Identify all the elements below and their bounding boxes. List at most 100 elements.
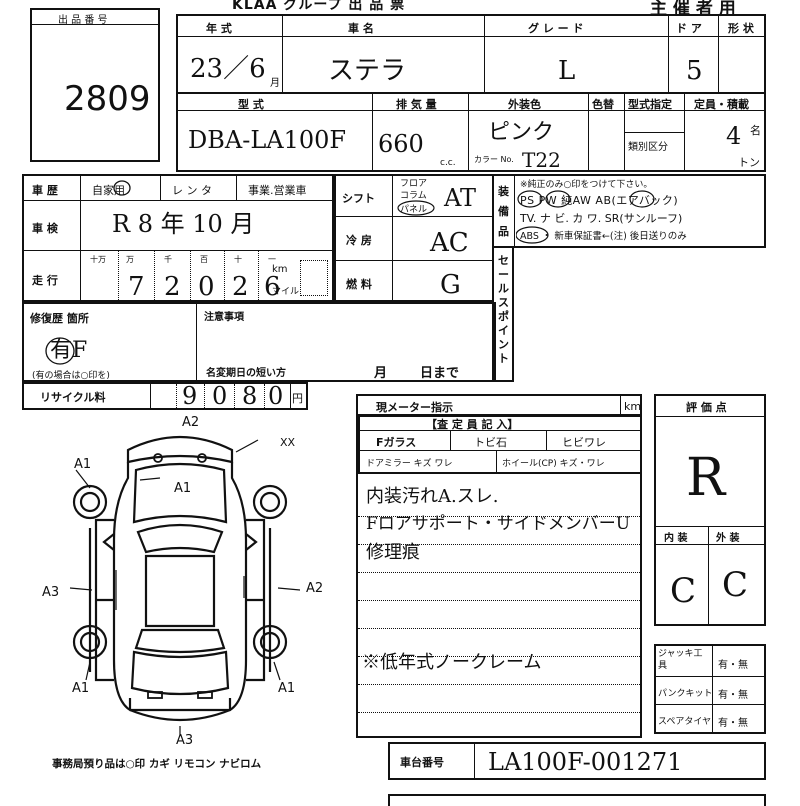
- shift-floor: フロア: [400, 179, 428, 189]
- equipment-label: 装 備 品: [498, 185, 509, 238]
- color-change-label: 色替: [592, 98, 614, 111]
- history-rental: レ ン タ: [172, 184, 212, 197]
- exterior-color-label: 外装色: [508, 98, 541, 111]
- fuel-value: G: [440, 270, 461, 300]
- mark-front-top: A2: [182, 415, 199, 430]
- tool-jack-value: 有・無: [718, 660, 748, 671]
- aircon-label: 冷 房: [346, 234, 372, 247]
- fuel-label: 燃 料: [346, 278, 372, 291]
- grade-value: L: [558, 56, 576, 86]
- meter-unit: km: [624, 400, 642, 413]
- mark-rear-right-wheel: A1: [278, 681, 295, 696]
- car-damage-diagram: A2 XX A1 A1 A3 A2 A1 A1 A3: [42, 415, 323, 748]
- mark-hood: A1: [174, 481, 191, 496]
- inspector-wheel: ホイール(CP) キズ・ワレ: [502, 459, 605, 469]
- mileage-digit-4: 2: [232, 272, 249, 302]
- interior-grade: C: [670, 571, 697, 611]
- digit-label-1: 一: [268, 255, 276, 264]
- mark-right-side: A2: [306, 581, 323, 596]
- recycle-unit: 円: [292, 392, 303, 405]
- door-label: ド ア: [676, 22, 702, 35]
- notice-label: 注意事項: [204, 312, 244, 323]
- inspector-chip: トビ石: [474, 436, 507, 449]
- mileage-digit-1: 7: [128, 272, 145, 302]
- chassis-value: LA100F-001271: [488, 748, 683, 776]
- inspector-note-3: 修理痕: [366, 542, 420, 563]
- digit-label-1k: 千: [164, 255, 172, 264]
- color-no-label: カラー No.: [474, 155, 514, 164]
- recycle-digit-4: 0: [268, 382, 284, 410]
- spec-block: シフト フロア コラム パネル AT 冷 房 AC 燃 料 G: [334, 174, 494, 302]
- history-block: 車 歴 自家用 レ ン タ 事業.営業車 車 検 R 8 年 10 月 走 行 …: [22, 174, 334, 302]
- load-unit: トン: [738, 156, 760, 169]
- grade-label: グ レ ー ド: [528, 22, 584, 35]
- inspector-crack: ヒビワレ: [562, 436, 606, 449]
- mark-left-side: A3: [42, 585, 59, 600]
- capacity-value: 4: [726, 122, 742, 150]
- year-value: 23／6: [190, 54, 266, 84]
- mileage-digit-3: 0: [198, 272, 215, 302]
- shift-circle-mark: [397, 200, 435, 216]
- capacity-unit: 名: [750, 124, 761, 137]
- equipment-line2: TV. ナ ビ. カ ワ. SR(サンルーフ): [520, 212, 683, 225]
- mileage-unit-mile: マイル: [272, 287, 300, 297]
- mark-rear-bottom: A3: [176, 733, 193, 748]
- displacement-label: 排 気 量: [396, 98, 437, 111]
- exterior-color: ピンク: [488, 120, 555, 145]
- shift-column: コラム: [400, 191, 427, 201]
- recycle-label: リサイクル料: [40, 391, 106, 404]
- digit-label-100: 百: [200, 255, 208, 264]
- inspection-label: 車 検: [32, 222, 58, 235]
- name-label: 車 名: [348, 22, 374, 35]
- chassis-label: 車台番号: [400, 756, 444, 769]
- repair-note: (有の場合は○印を): [32, 371, 110, 381]
- digit-label-10: 十: [234, 255, 242, 264]
- tool-spare-value: 有・無: [718, 718, 748, 729]
- shift-label: シフト: [342, 192, 375, 205]
- bottom-frame: [388, 794, 766, 806]
- office-items-note: 事務局預り品は○印 カギ リモコン ナビロム: [52, 758, 262, 770]
- mileage-label: 走 行: [32, 274, 58, 287]
- notice-month: 月: [374, 366, 388, 381]
- recycle-digit-2: 0: [212, 382, 228, 410]
- repair-value: 有F: [50, 338, 88, 363]
- shift-panel: パネル: [400, 205, 428, 215]
- inspector-note-4: ※低年式ノークレーム: [362, 652, 542, 673]
- recycle-block: リサイクル料 9 0 8 0 円: [22, 382, 308, 410]
- month-suffix: 月: [270, 78, 280, 89]
- inspector-note-2: Fロアサポート・サイドメンバーU: [366, 514, 631, 534]
- inspection-value: R 8 年 10 月: [112, 210, 255, 238]
- classification-label: 類別区分: [628, 142, 668, 153]
- inspector-note-1: 内装汚れA.スレ.: [366, 486, 499, 507]
- model-value: DBA-LA100F: [188, 126, 347, 154]
- mile-checkbox: [300, 260, 328, 296]
- recycle-digit-3: 8: [242, 382, 258, 410]
- aircon-value: AC: [430, 228, 469, 258]
- vehicle-name: ステラ: [328, 56, 407, 86]
- chassis-box: 車台番号 LA100F-001271: [388, 742, 766, 780]
- inspector-front-glass: Fガラス: [376, 436, 417, 449]
- cc-unit: c.c.: [440, 158, 456, 168]
- shift-value: AT: [444, 184, 477, 212]
- lot-number-label: 出 品 番 号: [58, 15, 108, 26]
- history-label: 車 歴: [32, 184, 58, 197]
- model-label: 型 式: [238, 98, 264, 111]
- mark-front-right: XX: [280, 436, 296, 449]
- tool-puncture-label: パンクキット: [658, 689, 713, 699]
- equipment-block: 装 備 品 ※純正のみ○印をつけて下さい。 PS PW 純AW AB(エアバック…: [492, 174, 766, 248]
- inspector-box: 現メーター指示 km 【査 定 員 記 入】 Fガラス トビ石 ヒビワレ ドアミ…: [356, 394, 642, 738]
- tool-spare-label: スペアタイヤ: [658, 717, 712, 727]
- sales-point-column: セールスポイント: [492, 246, 514, 382]
- vehicle-info-box: 年 式 車 名 グ レ ー ド ド ア 形 状 23／6 月 ステラ L 5 型…: [176, 14, 766, 172]
- equipment-note: ※純正のみ○印をつけて下さい。: [520, 180, 653, 190]
- repair-circle-mark: [45, 337, 75, 365]
- sales-point-label: セールスポイント: [498, 254, 509, 365]
- mileage-digit-2: 2: [164, 272, 181, 302]
- mileage-digit-5: 6: [264, 272, 281, 302]
- shape-label: 形 状: [728, 22, 754, 35]
- history-circle-mark: [113, 180, 131, 196]
- evaluation-box: 評 価 点 R 内 装 外 装 C C: [654, 394, 766, 626]
- recycle-digit-1: 9: [182, 382, 198, 410]
- tool-puncture-value: 有・無: [718, 690, 748, 701]
- equipment-line3: ABS ・ 新車保証書←(注) 後日送りのみ: [520, 231, 687, 242]
